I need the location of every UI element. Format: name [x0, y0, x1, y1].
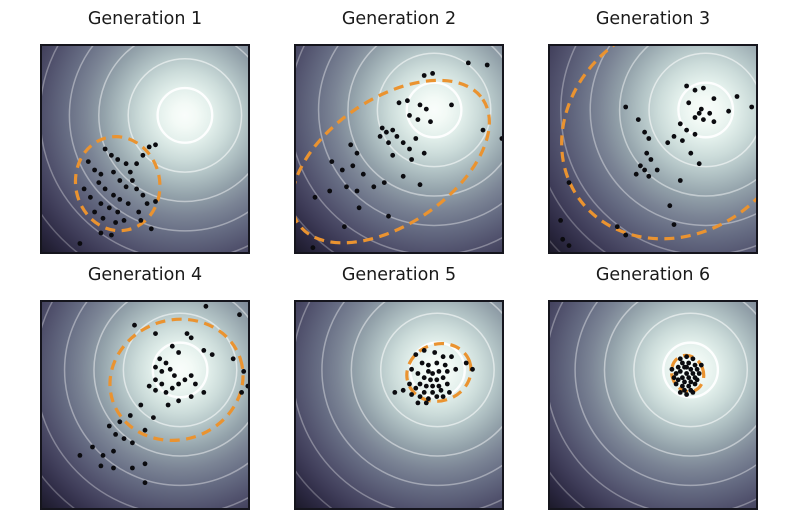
- subplot-canvas-generation-3: [548, 44, 758, 254]
- subplot-canvas-generation-5: [294, 300, 504, 510]
- subplot-canvas-generation-4: [40, 300, 250, 510]
- subplot-title-generation-6: Generation 6: [595, 265, 711, 285]
- subplot-title-generation-5: Generation 5: [341, 265, 457, 285]
- subplot-title-generation-1: Generation 1: [87, 9, 203, 29]
- subplot-title-generation-3: Generation 3: [595, 9, 711, 29]
- subplot-title-generation-2: Generation 2: [341, 9, 457, 29]
- subplot-canvas-generation-2: [294, 44, 504, 254]
- subplot-canvas-generation-6: [548, 300, 758, 510]
- subplot-title-generation-4: Generation 4: [87, 265, 203, 285]
- subplot-canvas-generation-1: [40, 44, 250, 254]
